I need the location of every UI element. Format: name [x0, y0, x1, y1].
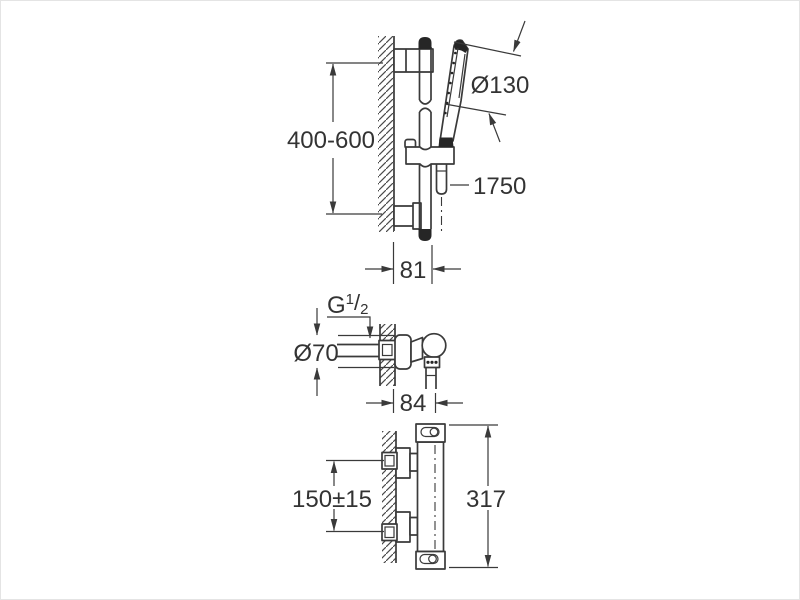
shower-rail-view: 400-600 Ø130 1750 81 — [287, 20, 530, 284]
rail-top-bracket — [393, 48, 434, 73]
shower-holder — [404, 138, 455, 168]
wall-section — [382, 431, 397, 563]
mixer-depth-label: 84 — [400, 390, 427, 417]
wall-offset-label: 81 — [400, 257, 427, 284]
inlet-spacing-label: 150±15 — [292, 486, 372, 513]
wall-rosette — [394, 334, 412, 370]
dimension-rail-height: 400-600 — [287, 62, 383, 215]
shower-rail-bar — [418, 37, 432, 241]
rail-height-label: 400-600 — [287, 127, 375, 154]
dimension-head-diameter: Ø130 — [444, 20, 530, 143]
hose-length-label: 1750 — [473, 173, 526, 200]
knurled-nut — [426, 360, 438, 364]
thread-size-label: G1/2 — [327, 290, 368, 319]
thermostat-body — [415, 423, 446, 570]
body-width-label: 317 — [466, 486, 506, 513]
dimension-inlet-spacing: 150±15 — [292, 459, 384, 533]
head-diameter-label: Ø130 — [471, 72, 530, 99]
dimension-hose-length: 1750 — [450, 173, 526, 200]
mixer-handle-knob — [421, 332, 447, 359]
wall-section — [378, 36, 395, 232]
dimension-wall-offset: 81 — [365, 242, 461, 284]
hand-shower — [438, 39, 469, 147]
spray-face-nozzles — [444, 51, 457, 115]
top-handle-cap — [420, 426, 440, 438]
supply-pipe — [337, 339, 399, 361]
rosette-diameter-label: Ø70 — [293, 340, 338, 367]
upper-inlet-connection — [381, 447, 419, 479]
shower-hose — [435, 164, 448, 232]
dimension-rosette-diameter: Ø70 — [293, 308, 394, 396]
bottom-handle-cap — [419, 553, 439, 565]
dimension-thread-size: G1/2 — [327, 290, 374, 339]
dimension-body-width: 317 — [449, 424, 506, 569]
thermostat-view: 150±15 317 — [292, 423, 506, 570]
shower-mixer-view: G1/2 Ø70 84 — [293, 290, 463, 417]
outlet-pipe — [425, 367, 437, 389]
mixer-body — [410, 332, 447, 389]
rail-bottom-bracket — [393, 202, 422, 230]
dimension-mixer-depth: 84 — [366, 389, 463, 417]
lower-inlet-connection — [381, 511, 419, 543]
